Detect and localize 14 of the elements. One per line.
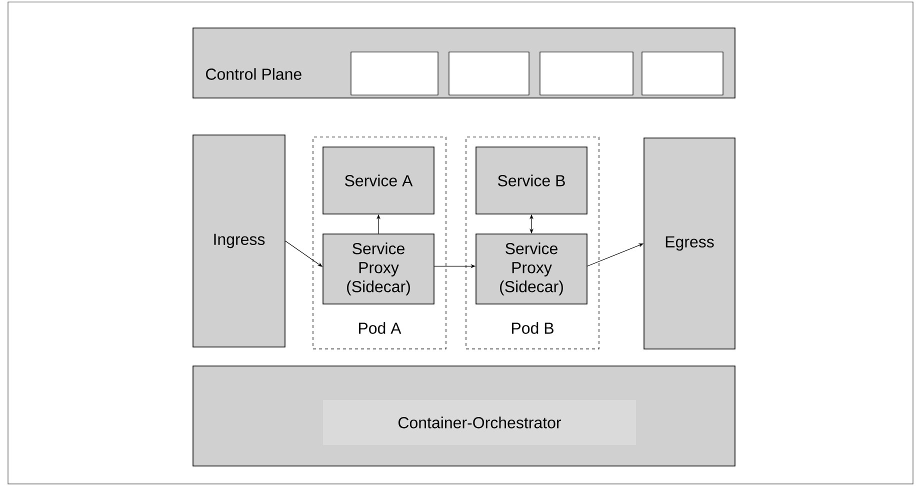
service-box: Service A (322, 146, 434, 214)
orchestrator-box: Container-Orchestrator (323, 400, 636, 445)
proxy-box: Service Proxy (Sidecar) (476, 234, 588, 304)
node-label: Pod A (359, 322, 402, 334)
component-box (448, 52, 530, 96)
proxy-box: Service Proxy (Sidecar) (322, 234, 434, 304)
egress-box: Egress (644, 138, 736, 350)
component-box (642, 52, 724, 96)
service-box: Service B (476, 146, 588, 214)
ingress-box: Ingress (192, 134, 286, 348)
component-box (350, 52, 438, 96)
component-box (540, 52, 634, 96)
node-label: Pod B (512, 322, 554, 334)
node-label: Control Plane (206, 68, 302, 80)
